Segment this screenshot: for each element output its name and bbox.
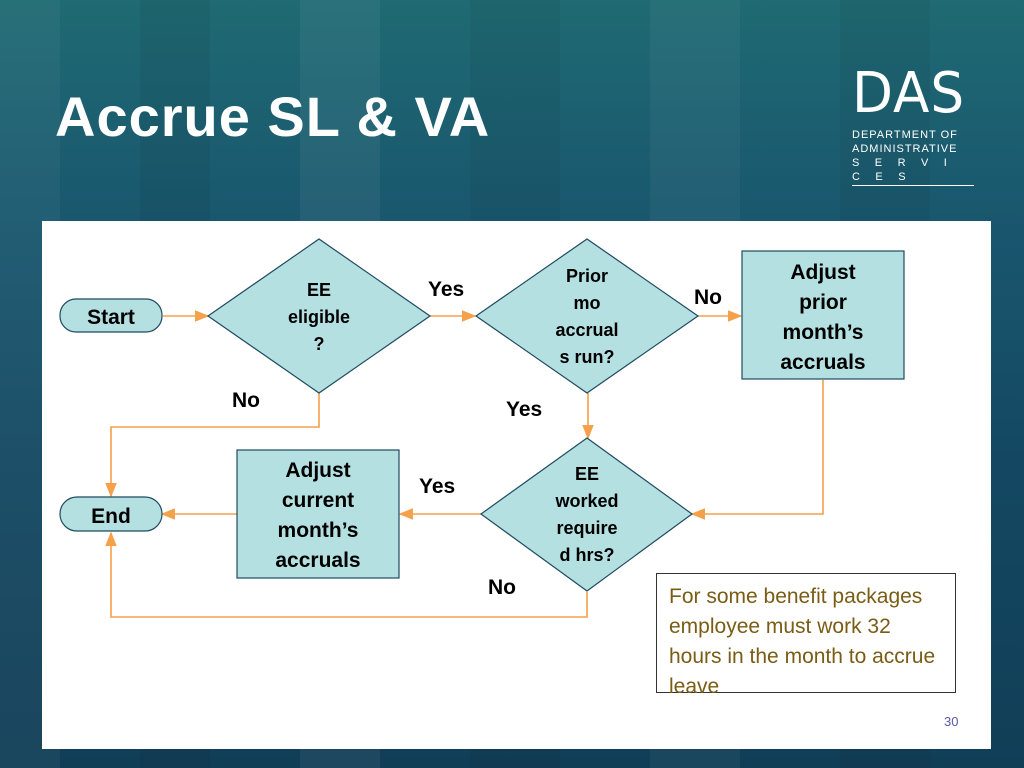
process-adjust-prior-line-1: Adjust [790,261,855,284]
decision-ee-eligible-line-3: ? [314,334,325,354]
benefit-note: For some benefit packages employee must … [656,573,956,698]
process-adjust-prior-shape [741,250,905,380]
decision-worked-hrs-shape [479,437,694,592]
start-label: Start [87,306,135,329]
decision-prior-run-line-4: s run? [559,347,614,367]
decision-prior-run-line-2: mo [574,293,601,313]
process-adjust-prior-line-4: accruals [780,351,865,374]
start-terminator: Start [59,298,163,333]
label-yes-prior: Yes [506,398,542,421]
logo-line-1: DEPARTMENT OF [852,129,958,141]
label-no-prior: No [694,286,722,309]
decision-worked-hrs-line-3: require [556,518,617,538]
start-shape [59,298,163,333]
decision-worked-hrs: EE worked require d hrs? [479,437,694,592]
decision-prior-run: Prior mo accrual s run? [474,238,700,394]
process-adjust-current-shape [236,449,400,579]
decision-worked-hrs-line-1: EE [575,464,599,484]
label-no-worked: No [488,576,516,599]
process-adjust-current: Adjust current month’s accruals [236,449,400,579]
end-terminator: End [59,496,163,532]
decision-worked-hrs-line-2: worked [554,491,618,511]
label-no-eligible: No [232,389,260,412]
connector-eligible-no-to-end [105,393,320,498]
end-shape [59,496,163,532]
decision-prior-run-line-3: accrual [555,320,618,340]
connectors [105,310,824,618]
slide-title: Accrue SL & VA [55,85,491,148]
decision-worked-hrs-line-4: d hrs? [559,545,614,565]
logo-line-3: S E R V I C E S [852,156,974,186]
decision-prior-run-line-1: Prior [566,266,608,286]
decision-ee-eligible-line-2: eligible [288,307,350,327]
connector-adjust-prior-to-worked [690,380,824,520]
end-label: End [91,505,131,528]
label-yes-eligible: Yes [428,278,464,301]
connector-worked-no-to-end [105,531,588,618]
decision-ee-eligible-shape [206,238,432,394]
process-adjust-prior-line-3: month’s [783,321,864,344]
process-adjust-current-line-3: month’s [278,519,359,542]
process-adjust-prior: Adjust prior month’s accruals [741,250,905,380]
process-adjust-current-line-2: current [282,489,354,512]
label-yes-worked: Yes [419,475,455,498]
das-logo: DAS DEPARTMENT OF ADMINISTRATIVE S E R V… [852,66,974,186]
page-number: 30 [944,714,959,729]
process-adjust-current-line-1: Adjust [285,459,350,482]
process-adjust-prior-line-2: prior [799,291,847,314]
logo-line-2: ADMINISTRATIVE [852,143,958,155]
logo-mark: DAS [852,61,966,126]
process-adjust-current-line-4: accruals [275,549,360,572]
decision-ee-eligible: EE eligible ? [206,238,432,394]
decision-prior-run-shape [474,238,700,394]
decision-ee-eligible-line-1: EE [307,280,331,300]
